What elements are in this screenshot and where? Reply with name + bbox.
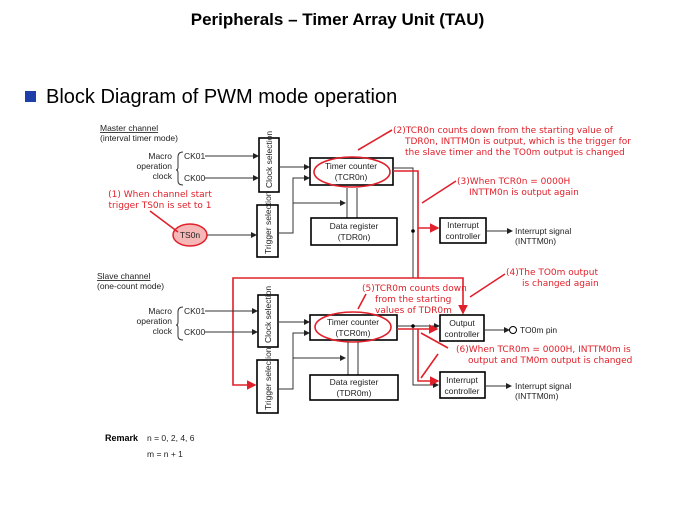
trigger-selection-label: Trigger selection: [263, 347, 273, 410]
highlight-ellipse: [314, 311, 392, 343]
svg-text:output and TM0m output is chan: output and TM0m output is changed: [468, 356, 632, 366]
annotation-3: (3)When TCR0n = 0000H INTTM0n is output …: [421, 177, 579, 204]
svg-text:(5)TCR0m counts down: (5)TCR0m counts down: [362, 284, 467, 294]
timer-counter-label: Timer counter: [327, 317, 379, 327]
bullet-square-icon: [25, 91, 36, 102]
remark-label: Remark: [105, 433, 139, 443]
slave-clock-selection-box: [257, 294, 279, 348]
ck01-label: CK01: [184, 306, 206, 316]
slave-mode: (one-count mode): [97, 281, 164, 291]
interrupt-controller-label: Interrupt: [446, 375, 478, 385]
output-controller-box: [439, 314, 485, 342]
clock-label: clock: [153, 171, 173, 181]
slave-channel-label: Slave channel: [97, 271, 151, 281]
pin-icon: [509, 326, 517, 334]
clock-selection-label: Clock selection: [263, 286, 273, 343]
timer-counter-label: Timer counter: [325, 161, 377, 171]
data-register-label: Data register: [330, 377, 379, 387]
remark-m: m = n + 1: [147, 449, 183, 459]
slide-heading: Block Diagram of PWM mode operation: [46, 86, 398, 108]
slave-data-register-box: [309, 374, 399, 401]
svg-text:trigger TS0n is set to 1: trigger TS0n is set to 1: [108, 201, 211, 211]
svg-text:(4)The TO0m output: (4)The TO0m output: [506, 268, 598, 278]
data-register-label: (TDR0m): [337, 388, 372, 398]
annotation-1: (1) When channel start trigger TS0n is s…: [108, 190, 212, 233]
ck00-label: CK00: [184, 327, 206, 337]
svg-text:(1) When channel start: (1) When channel start: [108, 190, 212, 200]
svg-text:the slave timer and the TO0m o: the slave timer and the TO0m output is c…: [405, 148, 625, 158]
clock-label: Macro: [148, 151, 172, 161]
master-data-register-box: [310, 217, 398, 246]
svg-text:from the starting: from the starting: [375, 295, 451, 305]
interrupt-controller-label: controller: [445, 386, 480, 396]
highlight-ellipse: [313, 156, 391, 188]
clock-label: operation: [137, 161, 173, 171]
svg-text:INTTM0n is output again: INTTM0n is output again: [469, 188, 579, 198]
interrupt-signal-label: (INTTM0n): [515, 236, 556, 246]
svg-text:values of TDR0m: values of TDR0m: [375, 306, 452, 316]
clock-label: Macro: [148, 306, 172, 316]
slave-interrupt-controller-box: [439, 371, 486, 399]
interrupt-controller-label: Interrupt: [447, 220, 479, 230]
svg-text:TDR0n, INTTM0n is output, whic: TDR0n, INTTM0n is output, which is the t…: [404, 137, 631, 147]
master-channel-label: Master channel: [100, 123, 158, 133]
interrupt-signal-label: Interrupt signal: [515, 226, 571, 236]
interrupt-controller-label: controller: [446, 231, 481, 241]
clock-label: clock: [153, 326, 173, 336]
remark-n: n = 0, 2, 4, 6: [147, 433, 195, 443]
ck00-label: CK00: [184, 173, 206, 183]
master-mode: (interval timer mode): [100, 133, 178, 143]
svg-text:(2)TCR0n counts down from the: (2)TCR0n counts down from the starting v…: [393, 126, 614, 136]
svg-text:(6)When TCR0m = 0000H, INTTM0m: (6)When TCR0m = 0000H, INTTM0m is: [456, 345, 631, 355]
svg-text:(3)When TCR0n = 0000H: (3)When TCR0n = 0000H: [457, 177, 570, 187]
annotation-4: (4)The TO0m output is changed again: [469, 268, 599, 298]
ck01-label: CK01: [184, 151, 206, 161]
slave-trigger-selection-box: [256, 359, 279, 414]
clock-label: operation: [137, 316, 173, 326]
clock-selection-box: [258, 137, 280, 193]
annotation-2: (2)TCR0n counts down from the starting v…: [357, 126, 631, 158]
clock-selection-label: Clock selection: [264, 131, 274, 188]
interrupt-signal-label: Interrupt signal: [515, 381, 571, 391]
timer-counter-label: (TCR0n): [335, 172, 368, 182]
slide-title: Peripherals – Timer Array Unit (TAU): [190, 10, 485, 29]
trigger-selection-box: [256, 204, 279, 258]
svg-text:is changed again: is changed again: [522, 279, 599, 289]
data-register-label: (TDR0n): [338, 232, 371, 242]
output-controller-label: Output: [449, 318, 475, 328]
pin-label: TO0m pin: [520, 325, 557, 335]
data-register-label: Data register: [330, 221, 379, 231]
interrupt-signal-label: (INTTM0m): [515, 391, 559, 401]
annotation-5: (5)TCR0m counts down from the starting v…: [357, 284, 467, 316]
ts0n-label: TS0n: [180, 230, 201, 240]
trigger-selection-label: Trigger selection: [263, 191, 273, 254]
timer-counter-label: (TCR0m): [336, 328, 371, 338]
annotation-6: (6)When TCR0m = 0000H, INTTM0m is output…: [420, 332, 632, 379]
output-controller-label: controller: [445, 329, 480, 339]
